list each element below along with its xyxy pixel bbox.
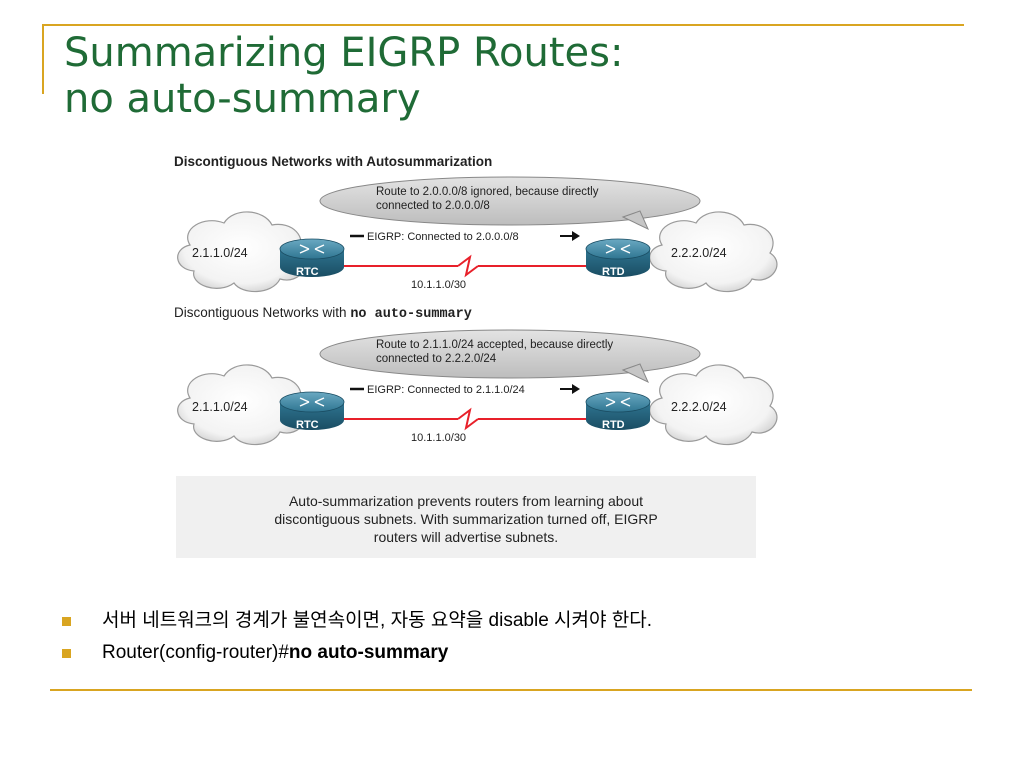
bottom-router-rtd [585, 391, 651, 430]
bottom-right-cloud [649, 364, 778, 446]
top-router-rtc-label: RTC [296, 266, 319, 278]
bottom-rule [50, 689, 972, 691]
bottom-heading-code: no auto-summary [350, 307, 472, 322]
bottom-link-subnet: 10.1.1.0/30 [411, 432, 466, 444]
top-right-cloud [649, 211, 778, 293]
top-router-rtc [279, 238, 345, 277]
bullet-item-1: 서버 네트워크의 경계가 불연속이면, 자동 요약을 disable 시켜야 한… [62, 607, 962, 639]
eigrp-diagram: Discontiguous Networks with Autosummariz… [168, 145, 792, 565]
bullet-square-icon [62, 649, 71, 658]
title-line-2: no auto-summary [64, 76, 421, 122]
bottom-speech-bubble [319, 329, 701, 384]
caption-line-3: routers will advertise subnets. [373, 529, 559, 545]
bottom-heading-prefix: Discontiguous Networks with [174, 305, 350, 320]
title-line-1: Summarizing EIGRP Routes: [64, 30, 624, 76]
top-router-rtd [585, 238, 651, 277]
caption-line-1: Auto-summarization prevents routers from… [288, 493, 644, 509]
top-link-subnet: 10.1.1.0/30 [411, 279, 466, 291]
top-rule [42, 24, 964, 26]
bottom-right-network: 2.2.2.0/24 [671, 400, 727, 414]
bottom-update-label: EIGRP: Connected to 2.1.1.0/24 [367, 384, 525, 396]
bullet-text-1: 서버 네트워크의 경계가 불연속이면, 자동 요약을 disable 시켜야 한… [102, 610, 652, 631]
bottom-router-rtc-label: RTC [296, 419, 319, 431]
slide-title: Summarizing EIGRP Routes: no auto-summar… [64, 30, 623, 122]
top-update-label: EIGRP: Connected to 2.0.0.0/8 [367, 231, 519, 243]
top-router-rtd-label: RTD [602, 266, 625, 278]
bullet-text-2-prefix: Router(config-router)# [102, 642, 289, 663]
bullet-item-2: Router(config-router)#no auto-summary [62, 639, 962, 671]
top-heading: Discontiguous Networks with Autosummariz… [174, 154, 492, 169]
left-rule [42, 24, 44, 94]
top-bubble-line-1: Route to 2.0.0.0/8 ignored, because dire… [376, 186, 599, 198]
bullet-square-icon [62, 617, 71, 626]
diagram-caption: Auto-summarization prevents routers from… [176, 476, 756, 558]
bullet-list: 서버 네트워크의 경계가 불연속이면, 자동 요약을 disable 시켜야 한… [62, 607, 962, 671]
top-left-network: 2.1.1.0/24 [192, 246, 248, 260]
top-update-arrow-right [560, 231, 580, 241]
bottom-bubble-line-2: connected to 2.2.2.0/24 [376, 353, 497, 365]
bottom-router-rtc [279, 391, 345, 430]
bottom-left-network: 2.1.1.0/24 [192, 400, 248, 414]
diagram-canvas: Discontiguous Networks with Autosummariz… [174, 154, 778, 446]
bottom-bubble-line-1: Route to 2.1.1.0/24 accepted, because di… [376, 339, 613, 351]
caption-line-2: discontiguous subnets. With summarizatio… [274, 511, 658, 527]
top-right-network: 2.2.2.0/24 [671, 246, 727, 260]
top-speech-bubble [319, 176, 701, 231]
bottom-update-arrow-right [560, 384, 580, 394]
bottom-router-rtd-label: RTD [602, 419, 625, 431]
bottom-heading: Discontiguous Networks with no auto-summ… [174, 305, 472, 322]
bullet-text-2-command: no auto-summary [288, 642, 449, 663]
top-bubble-line-2: connected to 2.0.0.0/8 [376, 200, 490, 212]
